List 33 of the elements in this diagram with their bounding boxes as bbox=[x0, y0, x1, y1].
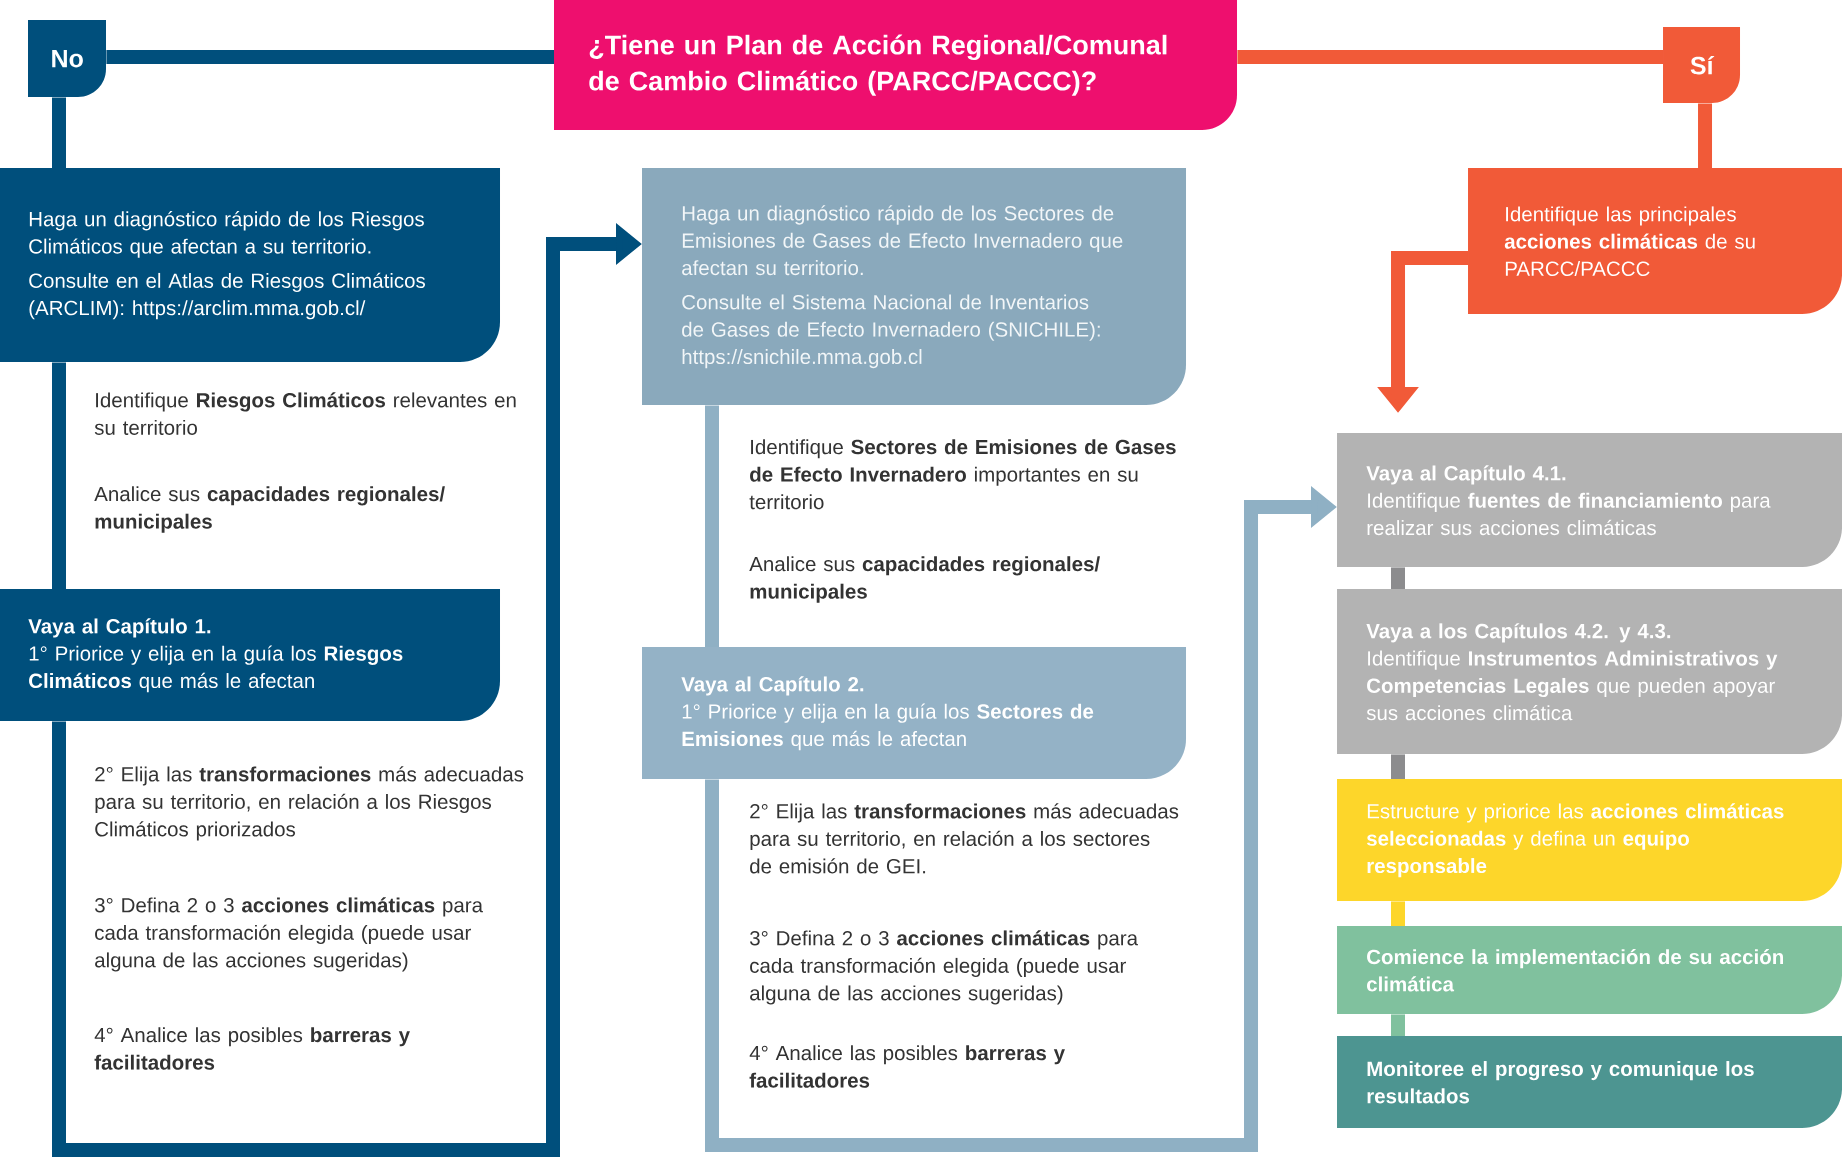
question-box: ¿Tiene un Plan de Acción Regional/Comunal de Cambio Climático (PARCC/PACCC)? bbox=[554, 0, 1237, 130]
step-box: Vaya al Capítulo 4.1. Identifique fuentes de financiamiento para realizar sus acciones climáticas bbox=[1337, 433, 1842, 567]
step-text: 4° Analice las posibles barreras y facilitadores bbox=[94, 1027, 410, 1070]
answer-tab: Sí bbox=[1663, 27, 1740, 103]
step-box: Estructure y priorice las acciones climáticas seleccionadas y defina un equipo responsable bbox=[1337, 779, 1842, 901]
step-text: 3° Defina 2 o 3 acciones climáticas para cada transformación elegida (puede usar alguna de las acciones sugeridas) bbox=[750, 930, 1138, 1005]
connector-line bbox=[52, 362, 66, 589]
step-box: Comience la implementación de su acción climática bbox=[1337, 926, 1842, 1014]
step-text: Analice sus capacidades regionales/ municipales bbox=[749, 556, 1100, 603]
step-box: Identifique las principales acciones climáticas de su PARCC/PACCC bbox=[1468, 168, 1842, 314]
connector-line bbox=[1391, 567, 1405, 589]
step-text: 4° Analice las posibles barreras y facilitadores bbox=[749, 1045, 1065, 1088]
step-text: 2° Elija las transformaciones más adecuadas para su territorio, en relación a los sectores de emisión de GEI. bbox=[750, 803, 1179, 874]
answer-tab: No bbox=[28, 20, 106, 97]
connector-line bbox=[1391, 1014, 1405, 1036]
connector-line bbox=[52, 97, 66, 168]
step-text: 3° Defina 2 o 3 acciones climáticas para cada transformación elegida (puede usar alguna de las acciones sugeridas) bbox=[95, 897, 483, 972]
step-text: Identifique Sectores de Emisiones de Gases de Efecto Invernadero importantes en su territorio bbox=[749, 439, 1176, 510]
step-box: Haga un diagnóstico rápido de los Sectores de Emisiones de Gases de Efecto Invernadero que afectan su territorio. Consulte el Sistema Nacional de Inventarios de Gases de Efecto Invernadero (SNICHILE): https://snichile.mma.gob.cl bbox=[642, 168, 1186, 405]
step-box: Vaya al Capítulo 1. 1° Priorice y elija en la guía los Riesgos Climáticos que más le afectan bbox=[0, 589, 500, 721]
connector-line bbox=[1391, 901, 1405, 926]
step-box: Monitoree el progreso y comunique los resultados bbox=[1337, 1036, 1842, 1128]
step-text: Analice sus capacidades regionales/ municipales bbox=[94, 486, 445, 533]
step-box: Vaya a los Capítulos 4.2. y 4.3. Identifique Instrumentos Administrativos y Competencias Legales que pueden apoyar sus acciones climática bbox=[1337, 589, 1842, 754]
connector-line bbox=[1391, 754, 1405, 779]
step-box: Vaya al Capítulo 2. 1° Priorice y elija en la guía los Sectores de Emisiones que más le afectan bbox=[642, 647, 1186, 779]
connector-line bbox=[106, 50, 554, 64]
step-text: Identifique Riesgos Climáticos relevantes en su territorio bbox=[94, 392, 516, 435]
connector-line bbox=[1698, 103, 1712, 168]
connector-line bbox=[705, 405, 719, 647]
connector-line bbox=[1237, 50, 1663, 64]
step-text: 2° Elija las transformaciones más adecuadas para su territorio, en relación a los Riesgos Climáticos priorizados bbox=[95, 766, 524, 841]
step-box: Haga un diagnóstico rápido de los Riesgos Climáticos que afectan a su territorio. Consulte en el Atlas de Riesgos Climáticos (ARCLIM): https://arclim.mma.gob.cl/ bbox=[0, 168, 500, 362]
